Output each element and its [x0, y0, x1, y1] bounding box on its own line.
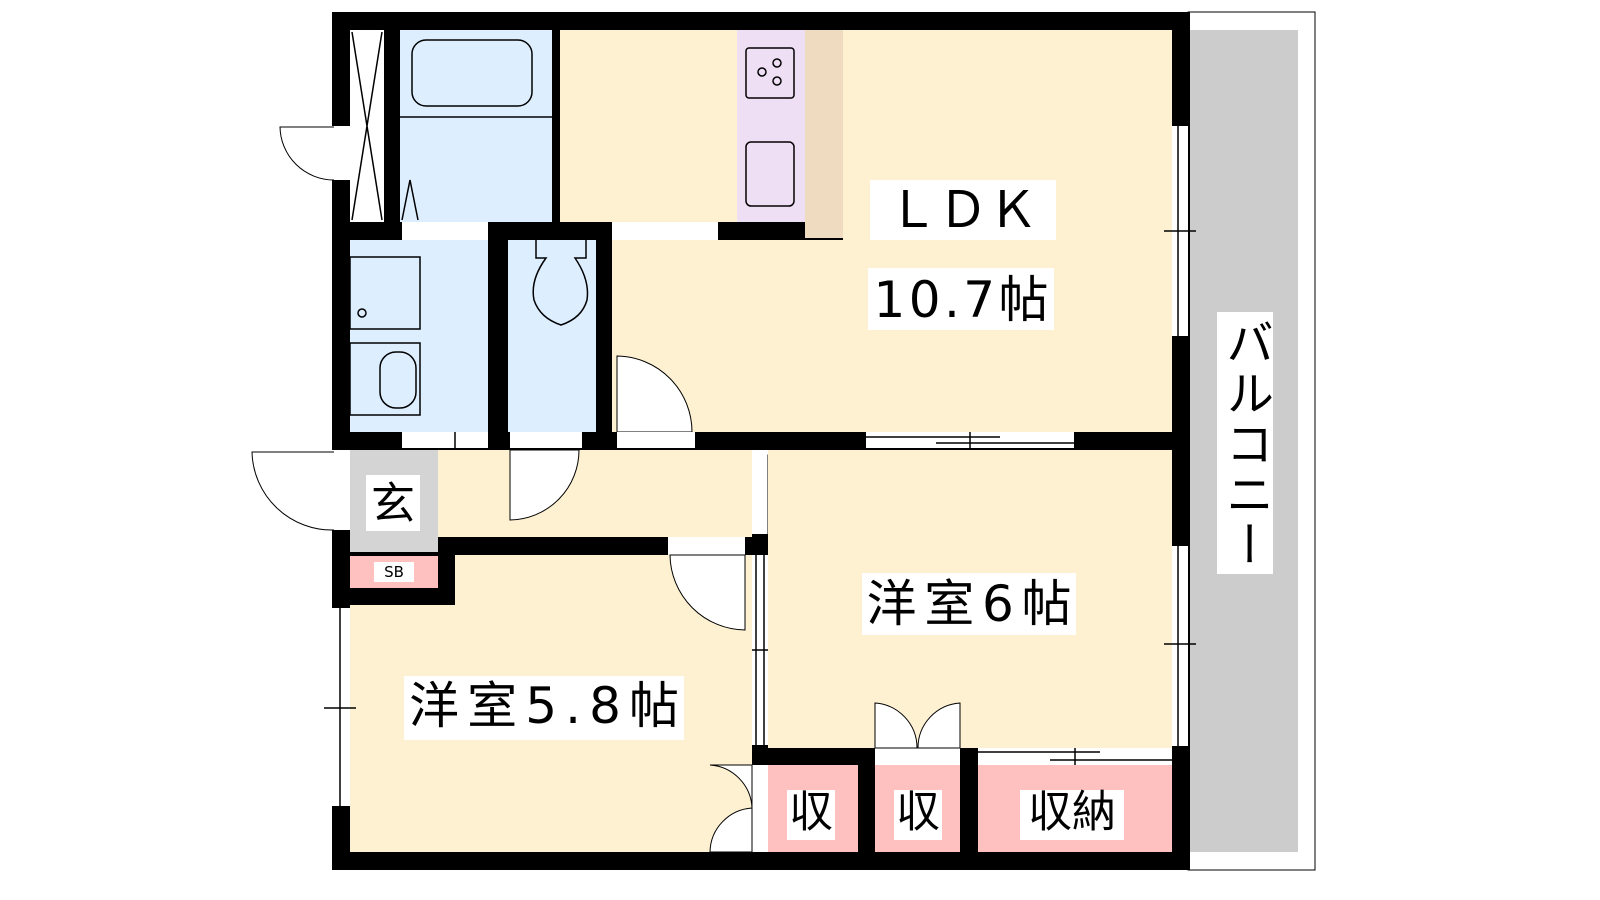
balcony-label: バルコニー — [1217, 318, 1273, 568]
washroom — [350, 240, 488, 432]
sink-icon — [745, 141, 795, 207]
western-58-label: 洋室5.8帖 — [409, 677, 679, 735]
washbasin-icon — [349, 342, 421, 416]
genkan-label: 玄 — [371, 479, 415, 530]
washer-icon — [349, 256, 421, 330]
kitchen-floor — [560, 30, 737, 222]
door-toilet[interactable] — [509, 449, 580, 521]
kitchen-counter — [737, 30, 805, 222]
storage-3-label: 収納 — [1028, 787, 1116, 838]
ldk-label: ＬＤＫ — [888, 181, 1038, 239]
storage-1-label: 収 — [789, 787, 833, 838]
toilet-room — [508, 240, 596, 432]
window-western-6 — [1172, 546, 1188, 746]
kitchen-opening — [612, 222, 718, 240]
bathtub-icon — [411, 39, 533, 107]
window-western-58 — [332, 608, 350, 806]
bathroom — [400, 30, 552, 222]
door-storage-1[interactable] — [709, 764, 753, 853]
kitchen-shelf — [805, 30, 843, 238]
stove-icon — [745, 47, 795, 99]
entrance-door[interactable] — [251, 451, 335, 531]
hallway — [438, 450, 752, 537]
western-6-label: 洋室6帖 — [867, 575, 1072, 633]
toilet-icon — [532, 240, 589, 326]
shoebox-label: SB — [384, 563, 404, 581]
door-ldk[interactable] — [616, 355, 693, 433]
storage-2-label: 収 — [896, 787, 940, 838]
door-western-58[interactable] — [669, 554, 746, 631]
door-storage-2[interactable] — [874, 702, 961, 749]
